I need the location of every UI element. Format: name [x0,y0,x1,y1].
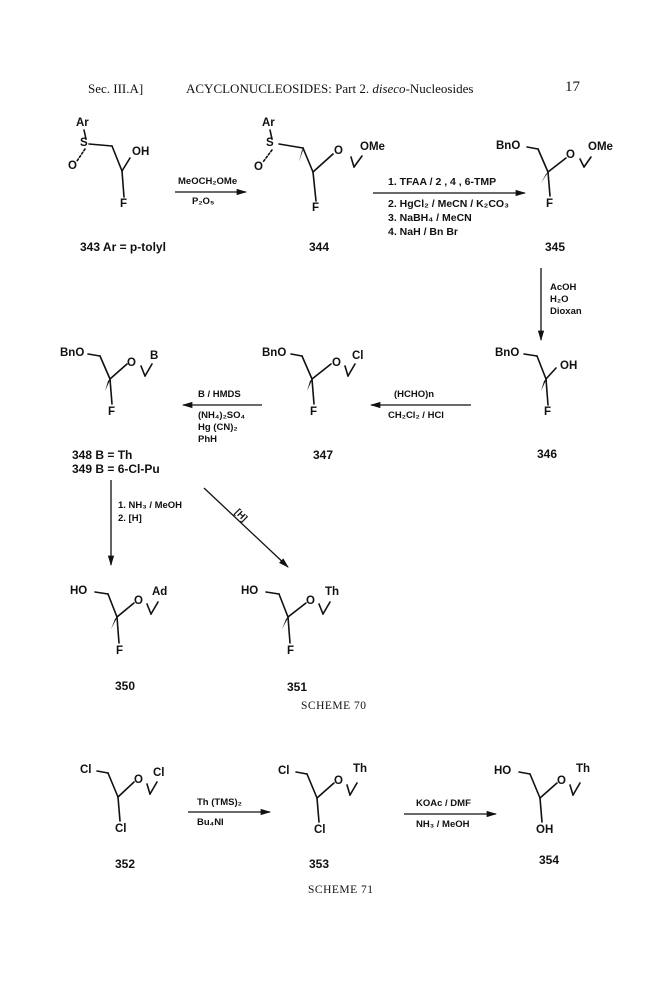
base-label: B [150,350,159,362]
reagent-below: NH₃ / MeOH [416,819,470,830]
reagent-above: KOAc / DMF [416,798,471,809]
benzyloxy-label: BnO [262,347,287,359]
reagent-line-1: 1. NH₃ / MeOH [118,500,183,511]
reagent-above: Th (TMS)₂ [197,797,242,808]
thymine-label: Th [325,586,340,598]
compound-number-351: 351 [287,680,308,694]
compound-number-349: 349 B = 6-Cl-Pu [72,462,160,476]
compound-number-346: 346 [537,447,558,461]
compound-number-354: 354 [539,853,560,867]
benzyloxy-label: BnO [60,347,85,359]
thymine-label: Th [576,763,591,775]
reagent-line-1: AcOH [550,282,577,293]
ether-oxygen-label: O [566,149,575,161]
running-head-section: Sec. III.A] [88,81,144,96]
hydroxyl-label: HO [494,765,512,777]
reagent-step-1: 1. TFAA / 2 , 4 , 6-TMP [388,176,497,188]
thymine-label: Th [353,763,368,775]
ether-oxygen-label: O [134,595,143,607]
compound-number-350: 350 [115,679,136,693]
ether-oxygen-label: O [306,595,315,607]
fluorine-label: F [312,202,320,214]
fluorine-label: F [120,198,128,210]
reagent-line-1: (NH₄)₂SO₄ [198,410,246,421]
fluorine-label: F [544,406,552,418]
scheme-caption: SCHEME 70 [301,700,367,712]
methoxy-label: OMe [588,141,613,153]
reagent-above: MeOCH₂OMe [178,176,238,187]
reagent-line-2: Hg (CN)₂ [198,422,238,433]
page-number: 17 [565,79,580,95]
ether-oxygen-label: O [334,145,343,157]
reagent-below: P₂O₅ [192,196,215,207]
compound-number-347: 347 [313,448,334,462]
reagent-step-4: 4. NaH / Bn Br [388,226,459,238]
compound-number-344: 344 [309,240,330,254]
reagent-step-3: 3. NaBH₄ / MeCN [388,212,472,224]
reagent-line-3: PhH [198,434,217,445]
compound-number-345: 345 [545,240,566,254]
fluorine-label: F [310,406,318,418]
reagent-line-3: Dioxan [550,306,582,317]
fluorine-label: F [108,406,116,418]
compound-number-343: 343 Ar = p-tolyl [80,240,166,254]
aryl-label: Ar [76,117,89,129]
fluorine-label: F [546,198,554,210]
hydroxyl-label: HO [241,585,259,597]
hydroxyl-label: OH [536,824,554,836]
methoxy-label: OMe [360,141,385,153]
reagent-above: (HCHO)n [394,389,435,400]
benzyloxy-label: BnO [496,140,521,152]
chlorine-label: Cl [115,823,127,835]
ether-oxygen-label: O [134,774,143,786]
adenine-label: Ad [152,586,168,598]
ether-oxygen-label: O [332,357,341,369]
compound-number-352: 352 [115,857,136,871]
chlorine-label: Cl [153,767,165,779]
sulfur-label: S [266,137,274,149]
sulfoxide-oxygen-label: O [254,161,263,173]
ether-oxygen-label: O [557,775,566,787]
fluorine-label: F [287,645,295,657]
reagent-below: CH₂Cl₂ / HCl [388,410,444,421]
chlorine-label: Cl [352,350,364,362]
sulfoxide-oxygen-label: O [68,160,77,172]
benzyloxy-label: BnO [495,347,520,359]
hydroxyl-label: OH [560,360,578,372]
ether-oxygen-label: O [127,357,136,369]
chlorine-label: Cl [278,765,290,777]
compound-number-353: 353 [309,857,330,871]
fluorine-label: F [116,645,124,657]
hydroxyl-label: OH [132,146,150,158]
reagent-line-2: H₂O [550,294,569,305]
reagent-line-2: 2. [H] [118,513,142,524]
compound-number-348: 348 B = Th [72,448,133,462]
reagent-above: B / HMDS [198,389,241,400]
reagent-below: Bu₄NI [197,817,224,828]
aryl-label: Ar [262,117,275,129]
ether-oxygen-label: O [334,775,343,787]
running-head-title: ACYCLONUCLEOSIDES: Part 2. diseco-Nucleo… [186,81,474,96]
reagent-step-2: 2. HgCl₂ / MeCN / K₂CO₃ [388,198,509,210]
sulfur-label: S [80,137,88,149]
chlorine-label: Cl [314,824,326,836]
hydroxyl-label: HO [70,585,88,597]
chlorine-label: Cl [80,764,92,776]
scheme-caption: SCHEME 71 [308,884,374,896]
